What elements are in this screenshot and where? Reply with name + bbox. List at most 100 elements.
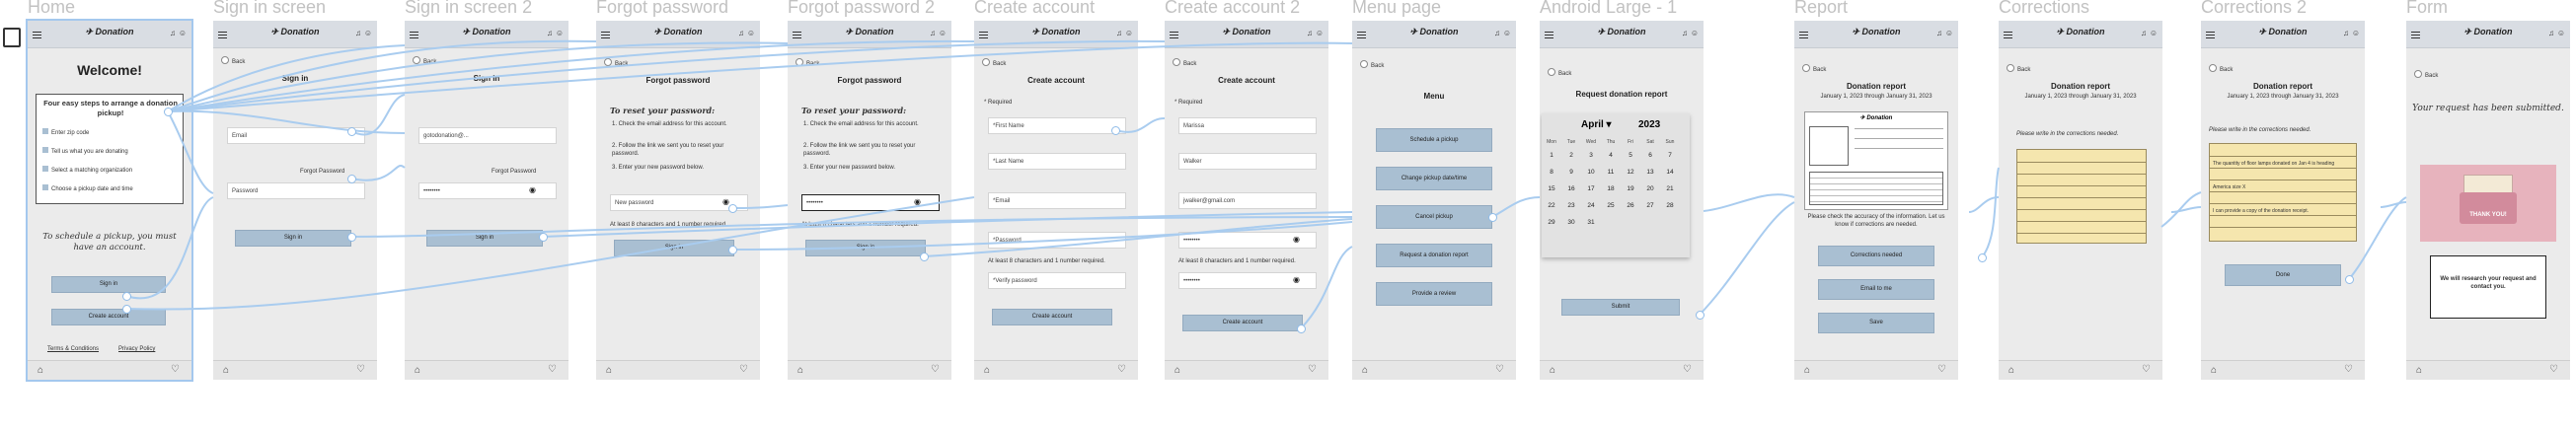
heart-icon[interactable]: ♡ — [739, 364, 748, 375]
back-link[interactable]: Back — [1548, 68, 1571, 77]
calendar-day[interactable]: 12 — [1627, 169, 1634, 176]
schedule-pickup-button[interactable]: Schedule a pickup — [1376, 128, 1492, 152]
user-icon[interactable]: ☺ — [2556, 29, 2565, 37]
calendar-day[interactable]: 20 — [1646, 185, 1654, 192]
privacy-link[interactable]: Privacy Policy — [118, 346, 156, 352]
calendar-day[interactable]: 17 — [1587, 185, 1595, 192]
back-link[interactable]: Back — [2209, 64, 2233, 73]
calendar-day[interactable]: 26 — [1627, 202, 1634, 209]
calendar-day[interactable]: 1 — [1550, 152, 1553, 159]
bell-icon[interactable]: ♫ — [1307, 29, 1313, 37]
menu-icon[interactable] — [1545, 32, 1553, 38]
user-icon[interactable]: ☺ — [2351, 29, 2360, 37]
calendar-day[interactable]: 11 — [1607, 169, 1615, 176]
corrections-needed-button[interactable]: Corrections needed — [1818, 246, 1934, 266]
menu-icon[interactable] — [979, 32, 988, 38]
email-to-me-button[interactable]: Email to me — [1818, 279, 1934, 300]
menu-icon[interactable] — [793, 32, 801, 38]
home-icon[interactable]: ⌂ — [797, 365, 804, 376]
bell-icon[interactable]: ♫ — [547, 29, 553, 37]
heart-icon[interactable]: ♡ — [356, 364, 365, 375]
menu-icon[interactable] — [218, 32, 227, 38]
bell-icon[interactable]: ♫ — [2141, 29, 2147, 37]
create-account-button[interactable]: Create account — [51, 309, 166, 325]
calendar-day[interactable]: 23 — [1567, 202, 1575, 209]
calendar-day[interactable]: 3 — [1589, 152, 1593, 159]
calendar-day[interactable]: 25 — [1607, 202, 1615, 209]
sign-in-button[interactable]: Sign in — [614, 240, 734, 256]
back-link[interactable]: Back — [1173, 58, 1196, 67]
calendar-day[interactable]: 9 — [1569, 169, 1573, 176]
user-icon[interactable]: ☺ — [1315, 29, 1324, 37]
home-icon[interactable]: ⌂ — [415, 365, 421, 376]
back-link[interactable]: Back — [2414, 70, 2438, 79]
user-icon[interactable]: ☺ — [1502, 29, 1511, 37]
calendar-day[interactable]: 16 — [1567, 185, 1575, 192]
calendar-day[interactable]: 29 — [1548, 219, 1555, 226]
user-icon[interactable]: ☺ — [1944, 29, 1953, 37]
calendar-day[interactable]: 19 — [1627, 185, 1634, 192]
home-icon[interactable]: ⌂ — [1362, 365, 1369, 376]
save-button[interactable]: Save — [1818, 313, 1934, 333]
calendar-day[interactable]: 8 — [1550, 169, 1553, 176]
calendar-day[interactable]: 21 — [1666, 185, 1674, 192]
calendar-day[interactable]: 15 — [1548, 185, 1555, 192]
password-field[interactable]: *Password — [988, 232, 1126, 249]
back-link[interactable]: Back — [2007, 64, 2030, 73]
calendar-day[interactable]: 18 — [1607, 185, 1615, 192]
menu-icon[interactable] — [2004, 32, 2012, 38]
bell-icon[interactable]: ♫ — [1494, 29, 1500, 37]
corrections-notepad[interactable] — [2016, 149, 2147, 244]
user-icon[interactable]: ☺ — [555, 29, 564, 37]
calendar-day[interactable]: 30 — [1567, 219, 1575, 226]
eye-icon[interactable]: ◉ — [914, 197, 921, 206]
home-icon[interactable]: ⌂ — [2008, 365, 2015, 376]
back-link[interactable]: Back — [604, 58, 628, 67]
sign-in-button[interactable]: Sign in — [805, 240, 926, 256]
menu-icon[interactable] — [1357, 32, 1366, 38]
home-icon[interactable]: ⌂ — [1804, 365, 1811, 376]
back-link[interactable]: Back — [1360, 60, 1384, 69]
back-link[interactable]: Back — [221, 56, 245, 65]
password-field[interactable]: •••••••• — [418, 182, 557, 199]
user-icon[interactable]: ☺ — [746, 29, 755, 37]
first-name-field[interactable]: Marissa — [1178, 117, 1317, 134]
back-link[interactable]: Back — [796, 58, 819, 67]
bell-icon[interactable]: ♫ — [355, 29, 361, 37]
menu-icon[interactable] — [33, 32, 41, 38]
heart-icon[interactable]: ♡ — [2344, 364, 2353, 375]
home-icon[interactable]: ⌂ — [606, 365, 613, 376]
bell-icon[interactable]: ♫ — [930, 29, 936, 37]
home-icon[interactable]: ⌂ — [2211, 365, 2218, 376]
eye-icon[interactable]: ◉ — [1293, 275, 1300, 284]
calendar-day[interactable]: 14 — [1666, 169, 1674, 176]
calendar-day[interactable]: 24 — [1587, 202, 1595, 209]
user-icon[interactable]: ☺ — [1690, 29, 1699, 37]
cancel-pickup-button[interactable]: Cancel pickup — [1376, 205, 1492, 229]
provide-review-button[interactable]: Provide a review — [1376, 282, 1492, 306]
back-link[interactable]: Back — [413, 56, 436, 65]
home-icon[interactable]: ⌂ — [1174, 365, 1181, 376]
menu-icon[interactable] — [2411, 32, 2420, 38]
user-icon[interactable]: ☺ — [1124, 29, 1133, 37]
verify-password-field[interactable]: •••••••• — [1178, 272, 1317, 289]
calendar-day[interactable]: 10 — [1587, 169, 1595, 176]
last-name-field[interactable]: *Last Name — [988, 153, 1126, 170]
email-field[interactable]: *Email — [988, 192, 1126, 209]
calendar-day[interactable]: 13 — [1646, 169, 1654, 176]
heart-icon[interactable]: ♡ — [1117, 364, 1126, 375]
menu-icon[interactable] — [1799, 32, 1808, 38]
calendar-day[interactable]: 31 — [1587, 219, 1595, 226]
calendar-day[interactable]: 27 — [1646, 202, 1654, 209]
last-name-field[interactable]: Walker — [1178, 153, 1317, 170]
password-field[interactable]: Password — [227, 182, 365, 199]
menu-icon[interactable] — [601, 32, 610, 38]
sign-in-button[interactable]: Sign in — [235, 230, 351, 247]
heart-icon[interactable]: ♡ — [1937, 364, 1946, 375]
user-icon[interactable]: ☺ — [178, 29, 187, 37]
bell-icon[interactable]: ♫ — [2548, 29, 2554, 37]
submit-button[interactable]: Submit — [1561, 299, 1680, 316]
bell-icon[interactable]: ♫ — [1936, 29, 1942, 37]
